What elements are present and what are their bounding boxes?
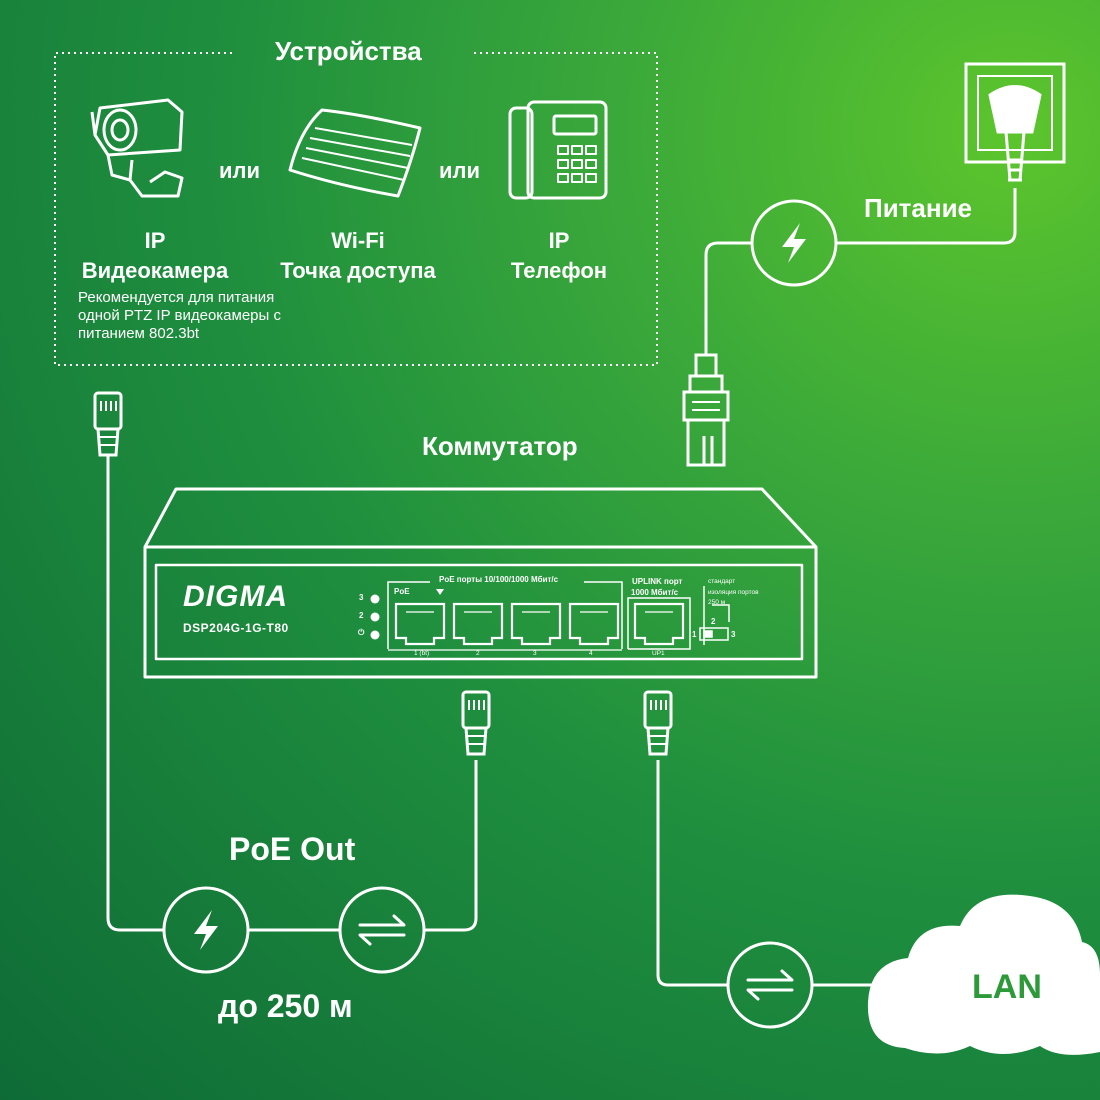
lan-label: LAN: [972, 968, 1042, 1006]
poe-group-bracket: [387, 581, 623, 649]
rj45-uplink-connector: [643, 690, 673, 756]
rj45-poe-connector: [461, 690, 491, 756]
data-exchange-icon: [746, 969, 794, 1001]
switch-title: Коммутатор: [422, 431, 578, 461]
phone-label-line2: Телефон: [510, 258, 608, 283]
uplink-bracket: [627, 597, 691, 650]
camera-label-line1: IP: [144, 228, 166, 253]
lightning-icon: [782, 223, 806, 263]
power-lightning-circle: [750, 199, 838, 287]
lightning-icon: [194, 910, 218, 950]
mode-position-1: 1: [692, 630, 697, 639]
status-leds: [370, 594, 380, 640]
power-cable: [704, 188, 1017, 355]
or-label-1: или: [219, 158, 261, 183]
poe-lightning-circle: [162, 886, 250, 974]
uplink-label-2: 1000 Мбит/с: [631, 588, 679, 597]
power-socket-icon: [964, 62, 1066, 182]
access-point-label-line1: Wi-Fi: [331, 228, 385, 253]
lan-cloud: [867, 894, 1100, 1055]
port-label-2: 2: [476, 650, 480, 657]
port-label-4: 4: [589, 650, 593, 657]
access-point-label-line2: Точка доступа: [280, 258, 436, 283]
uplink-label-1: UPLINK порт: [632, 577, 683, 586]
switch-body: [143, 487, 818, 679]
port-label-3: 3: [533, 650, 537, 657]
poe-out-label: PoE Out: [229, 831, 356, 867]
poe-label: PoE: [394, 587, 410, 596]
mode-label-standard: стандарт: [708, 578, 736, 585]
power-led-icon: ⏻: [358, 628, 365, 637]
mode-position-2: 2: [711, 617, 716, 626]
uplink-port-label: UP1: [652, 650, 665, 657]
poe-group-label: PoE порты 10/100/1000 Мбит/с: [439, 575, 559, 584]
mode-position-3: 3: [731, 630, 736, 639]
mode-label-isolation: изоляция портов: [708, 589, 759, 596]
ip-phone-icon: [508, 100, 608, 200]
poe-port-1: [394, 602, 446, 646]
brand-logo: DIGMA: [183, 580, 288, 613]
access-point-icon: [288, 108, 422, 198]
poe-data-circle: [338, 886, 426, 974]
poe-port-2: [452, 602, 504, 646]
or-label-2: или: [439, 158, 481, 183]
poe-port-3: [510, 602, 562, 646]
camera-recommendation-note: Рекомендуется для питания одной PTZ IP в…: [78, 289, 281, 342]
ip-camera-icon: [90, 98, 184, 198]
poe-out-cable: [106, 455, 478, 932]
uplink-port: [633, 602, 685, 646]
port-label-1: 1 (bt): [414, 650, 430, 657]
data-exchange-icon: [358, 914, 406, 946]
power-label: Питание: [864, 193, 973, 223]
devices-title: Устройства: [275, 36, 422, 66]
mode-label-250m: 250 м: [708, 599, 726, 606]
camera-label-line2: Видеокамера: [81, 258, 229, 283]
led-label-3: 3: [359, 593, 364, 602]
poe-port-4: [568, 602, 620, 646]
switch-model: DSP204G-1G-T80: [183, 621, 289, 635]
rj45-device-connector: [93, 391, 123, 457]
led-label-2: 2: [359, 611, 364, 620]
lan-cable: [656, 760, 880, 987]
poe-distance-label: до 250 м: [218, 988, 353, 1024]
phone-label-line1: IP: [548, 228, 570, 253]
bt-port-marker: [436, 589, 444, 595]
power-connector: [682, 353, 730, 467]
lan-data-circle: [726, 941, 814, 1029]
mode-switch: [699, 586, 730, 645]
